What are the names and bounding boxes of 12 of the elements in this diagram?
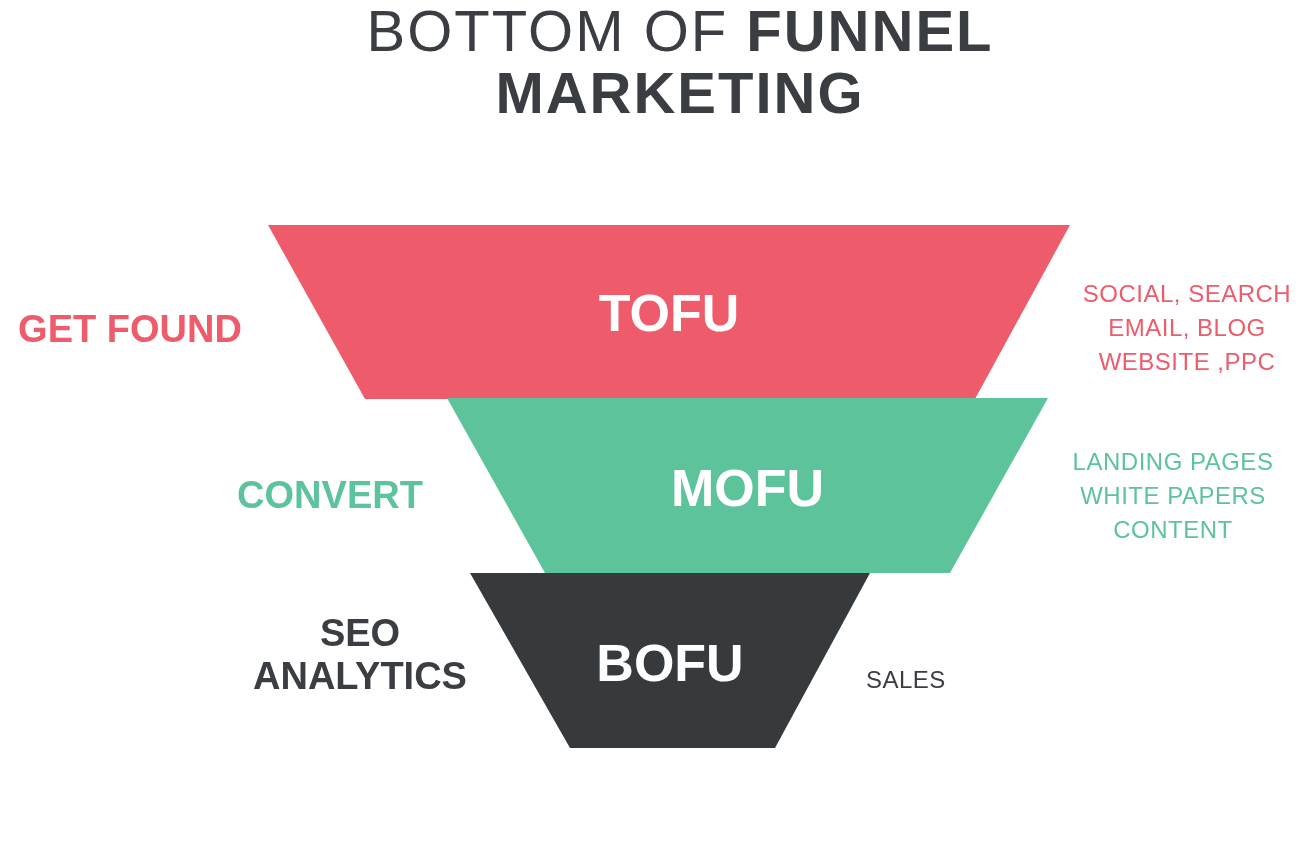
stage-label: MOFU [670, 458, 825, 518]
stage-label: BOFU [596, 633, 744, 693]
title: BOTTOM OF FUNNEL MARKETING [365, 0, 995, 124]
channel-list: SOCIAL, SEARCH EMAIL, BLOG WEBSITE ,PPC [1072, 277, 1300, 379]
stage-goal: CONVERT [236, 474, 424, 517]
stage-goal: GET FOUND [17, 308, 243, 351]
funnel-stage [268, 225, 1070, 399]
stage-goal: SEO ANALYTICS [252, 612, 468, 698]
channel-list: SALES [866, 663, 946, 697]
channel-list: LANDING PAGES WHITE PAPERS CONTENT [1058, 445, 1288, 547]
stage-label: TOFU [598, 283, 740, 343]
funnel-stage [447, 398, 1048, 573]
